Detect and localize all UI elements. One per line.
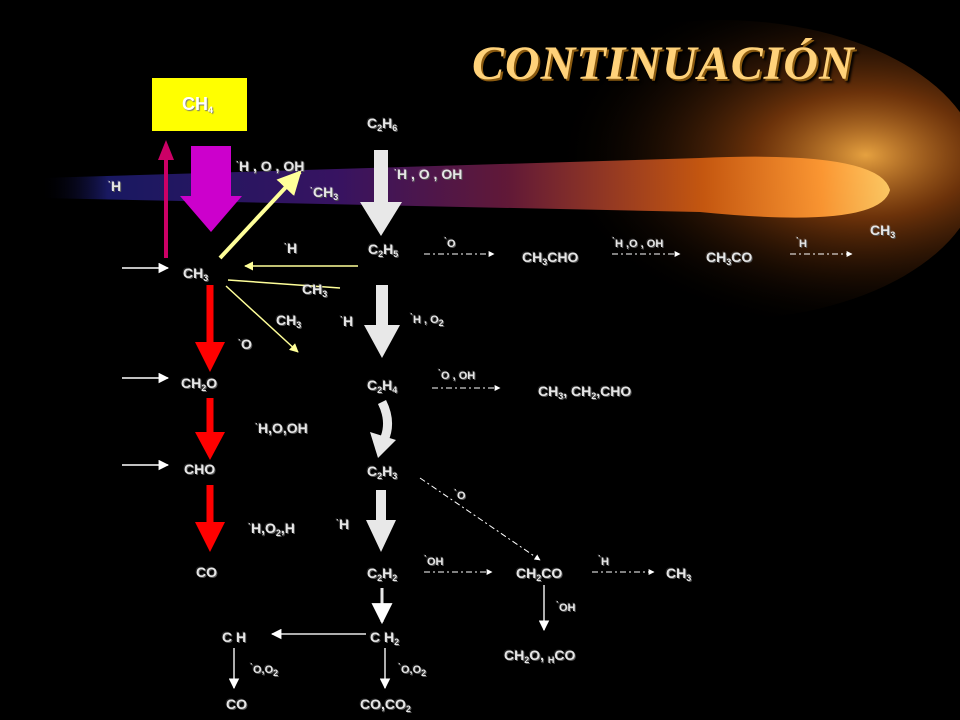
c2h3-to-ch2co-arrow <box>419 477 541 561</box>
reagent-o-oh: ·O , OH <box>438 365 476 382</box>
species-cho: CHO <box>184 461 216 477</box>
ch4-box: CH4 <box>152 78 247 131</box>
page-title: CONTINUACIÓN <box>472 37 855 90</box>
reagent-o-to-ch3cho: ·O <box>444 233 456 250</box>
species-c2h4: C2H4 <box>367 377 398 395</box>
reagent-h-o-oh-1: ·H , O , OH <box>236 157 305 174</box>
ch4-to-ch3-arrow <box>180 146 242 232</box>
species-c2h6: C2H6 <box>367 115 398 133</box>
reagent-ch3-mid1: CH3 <box>302 281 328 299</box>
cho-to-co-arrow <box>195 485 225 552</box>
species-co-bottom: CO <box>226 696 247 712</box>
c2h4-to-c2h3-arrow <box>370 399 396 458</box>
species-c2h2: C2H2 <box>367 565 398 583</box>
reagent-h-o-oh-3: ·H ,O , OH <box>612 233 664 250</box>
reagent-oh-down: ·OH <box>556 597 576 614</box>
reagent-ch3-mid2: CH3 <box>276 312 302 330</box>
ch3-to-c2h5-arrow <box>227 279 341 289</box>
species-ch3-far-right: CH3 <box>870 222 896 240</box>
c2h5-to-c2h4-arrow <box>364 285 400 358</box>
reagent-o-o2-2: ·O,O2 <box>398 659 427 678</box>
species-co-co2: CO,CO2 <box>360 696 411 714</box>
reagent-o-to-ch2co: ·O <box>454 485 466 502</box>
c2h3-to-c2h2-arrow <box>366 490 396 552</box>
reagent-h-o-oh-2: ·H , O , OH <box>394 165 463 182</box>
species-c2h3: C2H3 <box>367 463 398 481</box>
species-ch2co: CH2CO <box>516 565 563 583</box>
species-ch3co: CH3CO <box>706 249 753 267</box>
reagent-h-o2: ·H , O2 <box>410 309 444 328</box>
reagent-h-down-c2h3: ·H <box>336 515 350 532</box>
ch2o-to-cho-arrow <box>195 398 225 460</box>
reagent-ch3-diag: ·CH3 <box>310 183 339 202</box>
reagent-o-to-ch2o: ·O <box>238 335 252 352</box>
reagent-h-to-ch3-2: ·H <box>598 551 609 568</box>
ch3-to-ch3-diag-arrow <box>218 170 302 260</box>
ch3-to-o-diag-arrow <box>225 285 299 353</box>
species-ch2: C H2 <box>370 629 400 647</box>
species-ch3-ch2-cho: CH3, CH2,CHO <box>538 383 632 401</box>
reagent-h-left: ·H <box>108 177 122 194</box>
species-ch3: CH3 <box>183 265 209 283</box>
reagent-oh-to-ch2co: ·OH <box>424 551 444 568</box>
c2h6-to-c2h5-arrow <box>360 150 402 236</box>
species-ch4: CH4 <box>182 94 214 115</box>
comet-band <box>40 156 890 218</box>
reagent-h-o-oh-ch2o: ·H,O,OH <box>255 419 308 436</box>
species-c2h5: C2H5 <box>368 241 399 259</box>
ch3-to-ch2o-arrow <box>195 285 225 372</box>
species-ch2o: CH2O <box>181 375 218 393</box>
reagent-h-o2-h: ·H,O2,H <box>248 519 295 538</box>
reagent-h-to-c2h5: ·H <box>284 239 298 256</box>
species-ch2o-hco: CH2O, HCO <box>504 647 576 665</box>
species-ch: C H <box>222 629 247 645</box>
species-co-left: CO <box>196 564 217 580</box>
species-ch3-right: CH3 <box>666 565 692 583</box>
species-ch3cho: CH3CHO <box>522 249 579 267</box>
ch3-to-ch4-arrow <box>158 140 174 258</box>
reagent-h-down-c2h4: ·H <box>340 312 354 329</box>
reagent-h-to-ch3: ·H <box>796 233 807 250</box>
reagent-o-o2-1: ·O,O2 <box>250 659 279 678</box>
